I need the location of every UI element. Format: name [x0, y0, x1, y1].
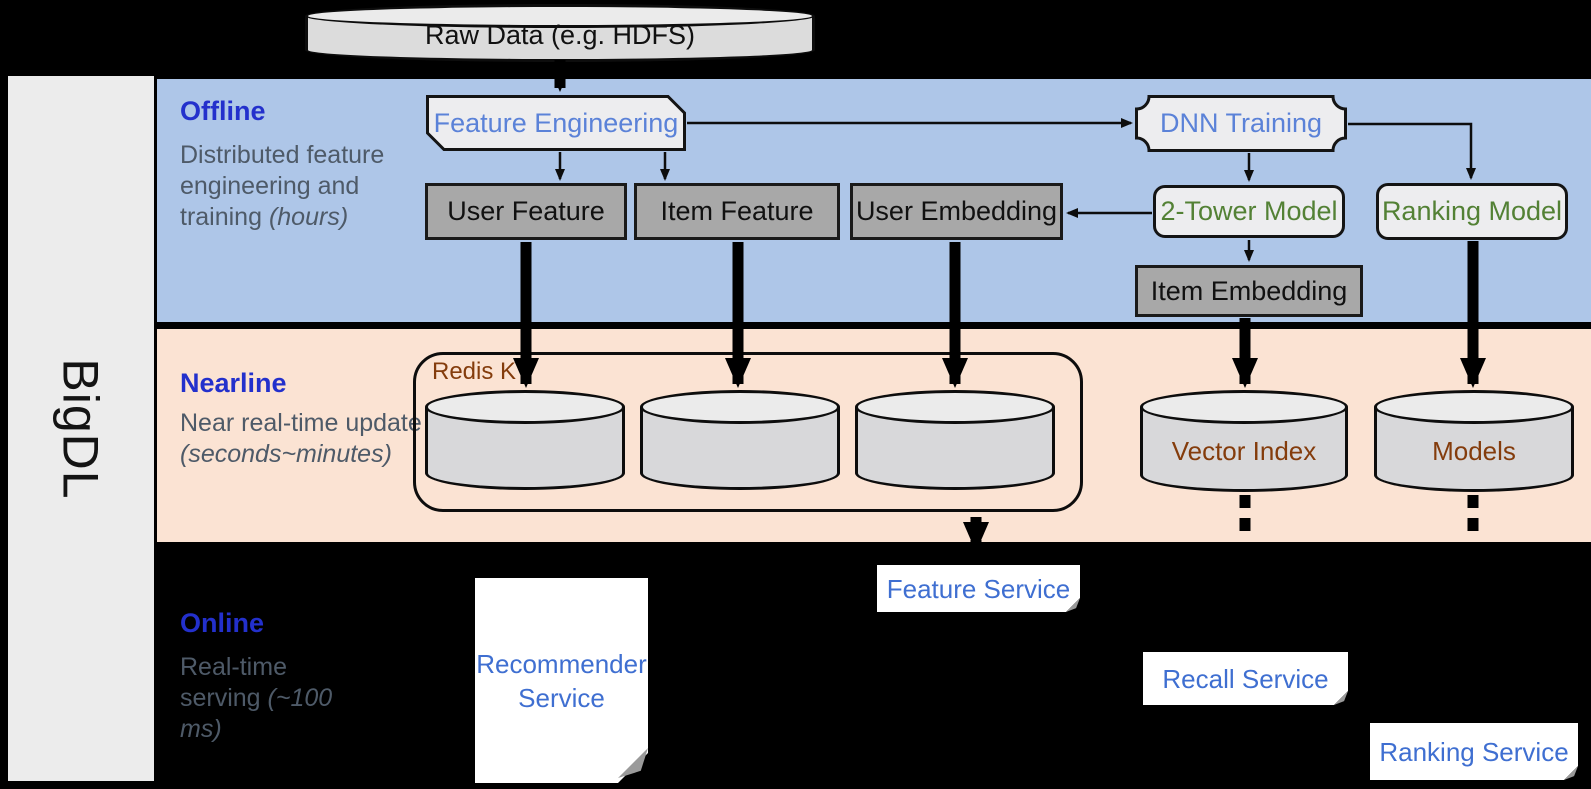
item-embedding-box: Item Embedding — [1135, 265, 1363, 317]
feature-engineering-node: Feature Engineering — [426, 95, 686, 151]
redis-shard-3 — [855, 390, 1055, 490]
bigdl-sidebar — [8, 76, 154, 781]
redis-shard-2 — [640, 390, 840, 490]
raw-data-label: Raw Data (e.g. HDFS) — [424, 20, 696, 50]
raw-data-cylinder-top — [305, 4, 815, 28]
models-top — [1374, 390, 1574, 424]
models-body — [1374, 407, 1574, 492]
feature-engineering-shape — [426, 95, 686, 151]
redis-shard-2-body — [640, 407, 840, 490]
dnn-training-shape — [1135, 95, 1347, 152]
redis-shard-3-top — [855, 390, 1055, 424]
recommender-service-doc: Recommender Service — [475, 578, 648, 783]
online-subtitle: Real-time serving (~100 ms) — [180, 652, 350, 745]
dnn-training-node: DNN Training — [1135, 95, 1347, 152]
item-feature-box: Item Feature — [634, 183, 840, 240]
vector-index-store: Vector Index — [1140, 390, 1348, 492]
redis-shard-1 — [425, 390, 625, 490]
offline-subtitle-italic: (hours) — [268, 203, 349, 231]
nearline-subtitle: Near real-time update (seconds~minutes) — [180, 408, 430, 470]
ranking-model-box: Ranking Model — [1376, 183, 1568, 240]
redis-kv-frame — [413, 352, 1083, 512]
vector-index-top — [1140, 390, 1348, 424]
feature-service-card: Feature Service — [877, 565, 1080, 612]
nearline-subtitle-italic: (seconds~minutes) — [180, 440, 392, 468]
vector-index-label: Vector Index — [1171, 436, 1317, 466]
online-subtitle-text: Real-time serving — [180, 653, 287, 712]
recall-service-card: Recall Service — [1143, 652, 1348, 705]
bigdl-brand: BigDL — [8, 76, 154, 781]
models-store: Models — [1374, 390, 1574, 492]
offline-subtitle: Distributed feature engineering and trai… — [180, 140, 420, 233]
two-tower-model-box: 2-Tower Model — [1153, 185, 1345, 238]
offline-title: Offline — [180, 96, 266, 126]
redis-shard-2-top — [640, 390, 840, 424]
feature-engineering-label: Feature Engineering — [433, 107, 679, 138]
nearline-title: Nearline — [180, 368, 287, 398]
nearline-subtitle-text: Near real-time update — [180, 409, 422, 437]
online-subtitle-italic: (~100 ms) — [180, 684, 333, 743]
redis-kv-label: Redis KV — [432, 358, 533, 385]
dnn-training-label: DNN Training — [1159, 108, 1323, 138]
ranking-service-card: Ranking Service — [1370, 723, 1578, 780]
user-feature-box: User Feature — [425, 183, 627, 240]
models-label: Models — [1432, 436, 1516, 466]
online-title: Online — [180, 608, 265, 638]
bigdl-label: BigDL — [53, 357, 109, 500]
raw-data-store: Raw Data (e.g. HDFS) — [305, 4, 815, 62]
user-embedding-box: User Embedding — [850, 183, 1063, 240]
offline-subtitle-text: Distributed feature engineering and trai… — [180, 141, 385, 231]
redis-shard-1-top — [425, 390, 625, 424]
